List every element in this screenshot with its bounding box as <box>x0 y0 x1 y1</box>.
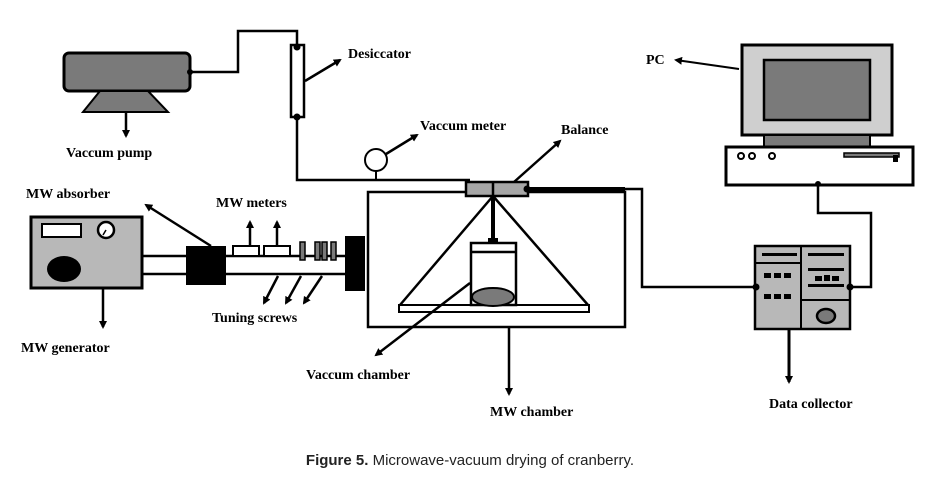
desiccator <box>289 43 306 121</box>
mw-generator <box>29 215 144 290</box>
mw-meters <box>232 245 291 257</box>
microwave-vacuum-drying-diagram: Vaccum pump Desiccator Vaccum meter Bala… <box>21 29 915 420</box>
vacuum-chamber-arrow <box>374 282 471 357</box>
vacuum-line-desiccator-chamber <box>295 117 470 182</box>
label-vacuum-pump: Vaccum pump <box>66 146 152 161</box>
vacuum-meter-arrow <box>385 133 419 156</box>
caption-prefix: Figure 5. <box>305 452 369 469</box>
label-desiccator: Desiccator <box>348 47 411 62</box>
balance-arrow <box>513 139 562 183</box>
figure-caption: Figure 5. Microwave-vacuum drying of cra… <box>0 452 940 469</box>
desiccator-arrow <box>304 58 342 83</box>
label-mw-chamber: MW chamber <box>490 405 573 420</box>
label-balance: Balance <box>561 123 608 138</box>
tuning-screw-arrow-1 <box>262 275 280 305</box>
label-mw-meters: MW meters <box>216 196 287 211</box>
label-mw-absorber: MW absorber <box>26 187 110 202</box>
label-pc: PC <box>646 53 665 68</box>
label-tuning-screws: Tuning screws <box>212 311 298 326</box>
label-vacuum-chamber: Vaccum chamber <box>306 368 410 383</box>
tuning-screw-arrow-2 <box>284 275 303 305</box>
label-data-collector: Data collector <box>769 397 853 412</box>
pc <box>724 43 915 187</box>
mw-absorber <box>186 246 226 285</box>
vacuum-meter <box>364 148 388 180</box>
vacuum-pump <box>62 51 193 113</box>
pc-arrow <box>674 56 740 70</box>
label-mw-generator: MW generator <box>21 341 110 356</box>
sample-container <box>469 241 518 307</box>
tuning-screw-arrow-3 <box>302 275 324 305</box>
waveguide-flange <box>345 236 365 291</box>
mw-absorber-arrow <box>144 203 212 248</box>
signal-line-pc-collector <box>816 184 873 289</box>
data-collector <box>752 244 854 331</box>
caption-text: Microwave-vacuum drying of cranberry. <box>368 452 635 469</box>
vacuum-line-pump-desiccator <box>190 29 299 74</box>
label-vacuum-meter: Vaccum meter <box>420 119 506 134</box>
tuning-screws <box>299 241 337 261</box>
balance <box>464 180 531 198</box>
